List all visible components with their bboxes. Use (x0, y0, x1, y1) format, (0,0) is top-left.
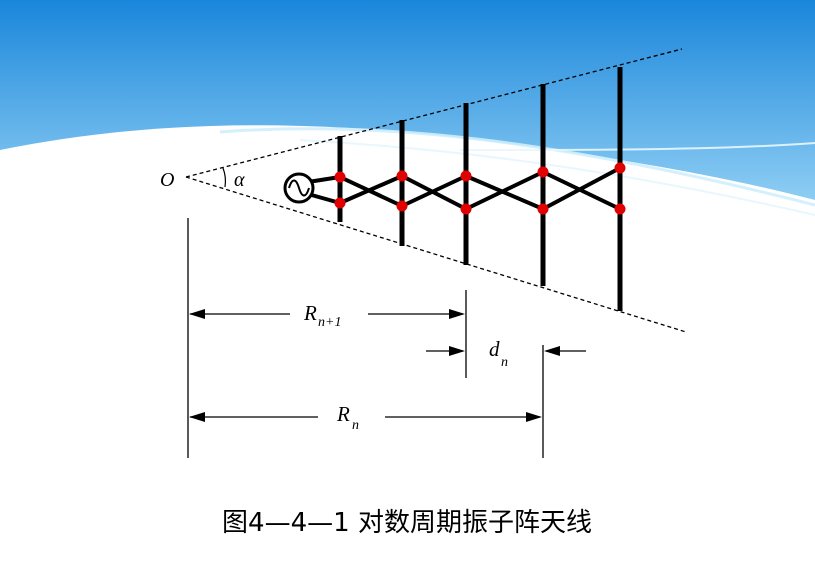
angle-label: α (234, 169, 245, 191)
junction-dot (334, 171, 346, 183)
upper-envelope-line (185, 48, 683, 178)
junction-points (334, 162, 626, 215)
rn1-label-sub: n+1 (318, 315, 341, 330)
junction-dot (614, 162, 626, 174)
rn-dimension (189, 412, 542, 422)
junction-dot (334, 197, 346, 209)
junction-dot (460, 170, 472, 182)
rn-label-sub: n (352, 418, 359, 433)
rn1-label-main: R (303, 301, 317, 325)
junction-dot (537, 203, 549, 215)
dn-label-main: d (489, 337, 500, 361)
junction-dot (614, 203, 626, 215)
lower-envelope-line (185, 176, 687, 333)
junction-dot (396, 200, 408, 212)
ac-source-icon (283, 172, 315, 204)
figure-caption: 图4—4—1 对数周期振子阵天线 (222, 508, 592, 538)
junction-dot (460, 203, 472, 215)
rn-label-main: R (336, 402, 350, 426)
junction-dot (396, 170, 408, 182)
dn-label-sub: n (501, 355, 508, 370)
angle-arc (222, 167, 227, 188)
origin-label: O (160, 169, 174, 191)
junction-dot (537, 166, 549, 178)
dn-dimension (426, 346, 586, 356)
rn1-dimension (189, 309, 465, 319)
